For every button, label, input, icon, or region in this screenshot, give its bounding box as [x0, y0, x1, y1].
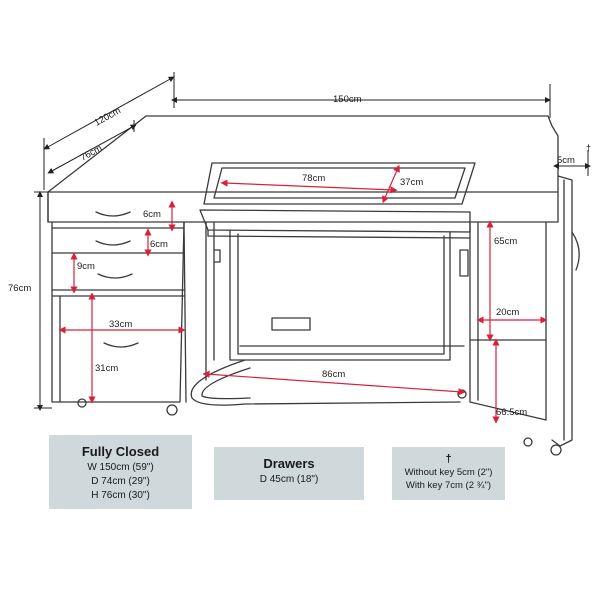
red-dimension-lines: [58, 164, 548, 424]
opening-width-line: [220, 179, 398, 194]
knee-width-label: 86cm: [322, 369, 346, 380]
height-label: 76cm: [8, 283, 32, 294]
fully-closed-height: H 76cm (30"): [91, 490, 150, 501]
drawers-box: Drawers D 45cm (18"): [214, 447, 364, 500]
opening-depth-label: 37cm: [400, 177, 424, 188]
cabinet-width-label: 33cm: [109, 319, 133, 330]
drawers-depth: D 45cm (18"): [259, 474, 319, 485]
cabinet-outline: [47, 115, 580, 456]
fully-closed-title: Fully Closed: [81, 444, 160, 459]
width-label: 150cm: [333, 94, 362, 105]
key-with: With key 7cm (2 ¾"): [405, 480, 492, 491]
fully-closed-box: Fully Closed W 150cm (59") D 74cm (29") …: [49, 435, 192, 509]
key-without: Without key 5cm (2"): [404, 467, 493, 478]
fully-closed-width: W 150cm (59"): [87, 462, 154, 473]
side-gap-label: 5cm: [557, 155, 575, 166]
dagger-mark: †: [586, 143, 592, 153]
black-dimension-lines: [34, 72, 591, 411]
cabinet-lower-height-label: 31cm: [95, 363, 119, 374]
fully-closed-depth: D 74cm (29"): [91, 476, 150, 487]
drawer2-height-label: 6cm: [150, 239, 168, 250]
key-box: † Without key 5cm (2") With key 7cm (2 ¾…: [392, 447, 505, 500]
drawer1-height-label: 6cm: [143, 209, 161, 220]
drawers-title: Drawers: [263, 456, 315, 471]
inner-depth-dimension-line: [47, 124, 137, 174]
right-depth-label: 20cm: [496, 307, 520, 318]
opening-width-label: 78cm: [302, 173, 326, 184]
knee-width-line: [202, 370, 466, 396]
key-dagger: †: [445, 453, 452, 465]
right-upper-height-label: 65cm: [494, 236, 518, 247]
right-lower-height-label: 66.5cm: [496, 407, 528, 418]
drawer3-height-label: 9cm: [77, 261, 95, 272]
opening-depth-line: [382, 164, 400, 204]
